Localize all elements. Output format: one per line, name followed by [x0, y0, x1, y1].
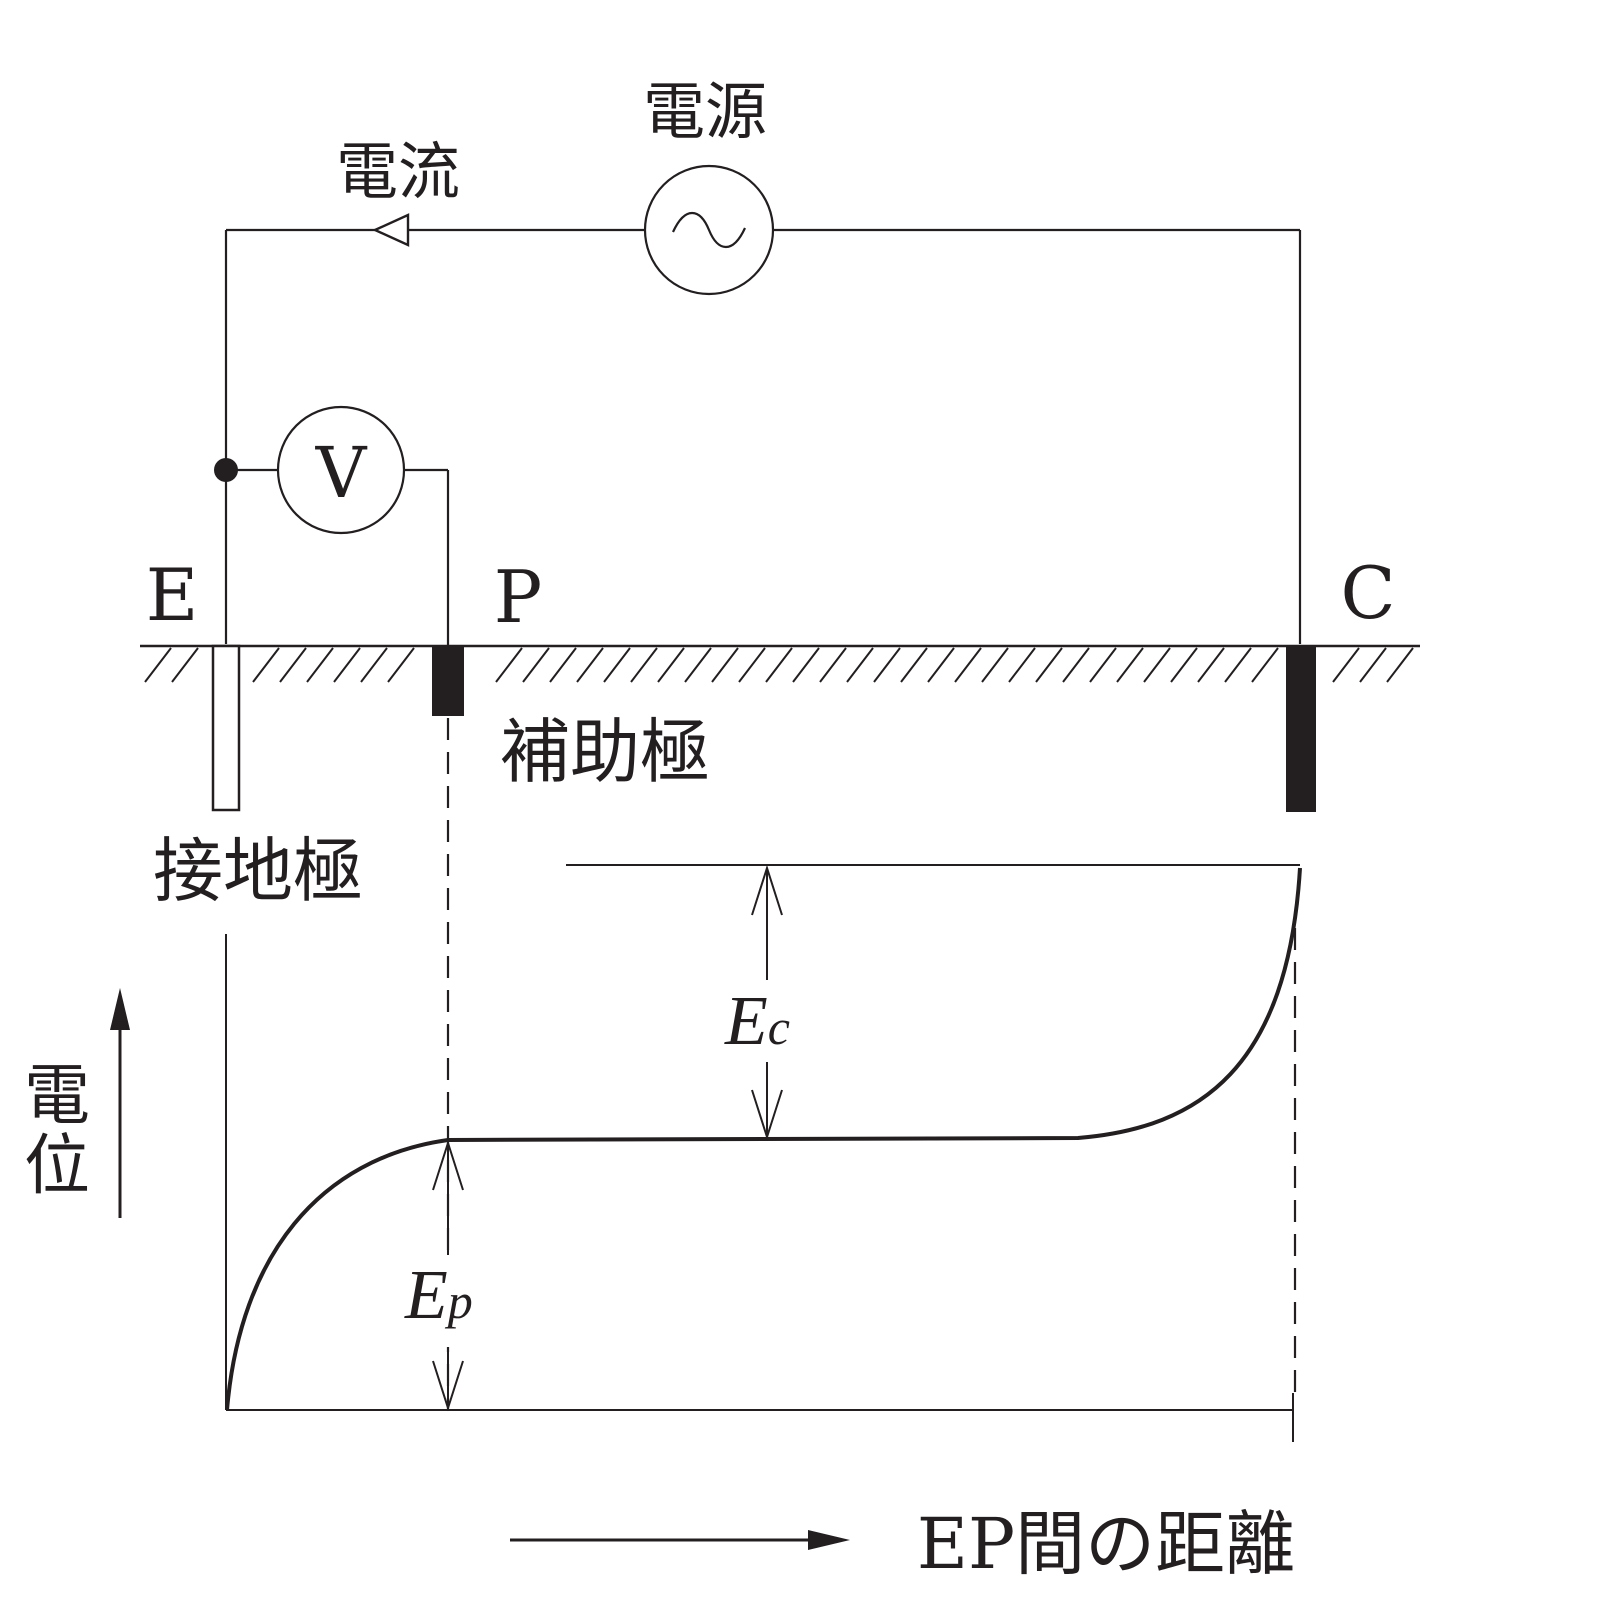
ground-hatch-stroke [360, 647, 388, 683]
potential-axis-label-char1: 電 [24, 1057, 90, 1134]
ground-hatch-stroke [1386, 647, 1414, 683]
ground-hatch-stroke [1035, 647, 1063, 683]
ground-hatch-stroke [819, 647, 847, 683]
electrode-c-label: C [1340, 551, 1395, 635]
potential-graph: Ec Ep [225, 718, 1302, 1442]
ground-hatch-stroke [171, 647, 199, 683]
ground-hatch-stroke [873, 647, 901, 683]
ground-hatch-stroke [1089, 647, 1117, 683]
ground-hatch-stroke [549, 647, 577, 683]
distance-axis-label: EP間の距離 [917, 1503, 1295, 1585]
ground-hatch-stroke [333, 647, 361, 683]
ground-hatch-stroke [495, 647, 523, 683]
ground-hatch-stroke [684, 647, 712, 683]
voltmeter-label: V [315, 432, 368, 514]
ground-hatch-stroke [1143, 647, 1171, 683]
power-source-label: 電源 [643, 75, 767, 148]
potential-curve [225, 867, 1302, 1411]
ep-label-subscript: p [445, 1273, 473, 1329]
ground-hatch-stroke [1359, 647, 1387, 683]
auxiliary-electrode-label: 補助極 [500, 711, 710, 793]
ground-hatch-stroke [1251, 647, 1279, 683]
ground-hatch-stroke [576, 647, 604, 683]
ground-hatch-stroke [900, 647, 928, 683]
ac-source-icon [643, 164, 775, 296]
ep-label-background [400, 1255, 492, 1347]
ground-hatch-stroke [144, 647, 172, 683]
ec-label-main: E [724, 983, 768, 1060]
ground-hatch-stroke [630, 647, 658, 683]
electrode-e-label: E [146, 553, 199, 637]
auxiliary-electrode-c [1286, 646, 1316, 812]
potential-axis-arrow [110, 988, 130, 1218]
ground-hatch-stroke [279, 647, 307, 683]
junction-dot-icon [214, 458, 238, 482]
ground-hatching [144, 647, 1414, 683]
ground-hatch-stroke [954, 647, 982, 683]
ground-hatch-stroke [1332, 647, 1360, 683]
voltmeter-icon [276, 405, 406, 535]
ground-electrode-label: 接地極 [153, 830, 363, 912]
circuit-wiring [224, 228, 1302, 646]
ground-hatch-stroke [711, 647, 739, 683]
ground-hatch-stroke [306, 647, 334, 683]
ep-label: Ep [404, 1257, 473, 1334]
ec-label-subscript: c [768, 999, 790, 1055]
ground-hatch-stroke [1116, 647, 1144, 683]
ep-label-main: E [404, 1257, 448, 1334]
auxiliary-electrode-p [432, 646, 464, 716]
ground-hatch-stroke [387, 647, 415, 683]
ground-hatch-stroke [981, 647, 1009, 683]
ground-hatch-stroke [603, 647, 631, 683]
distance-axis-arrow [510, 1530, 850, 1550]
ground-hatch-stroke [927, 647, 955, 683]
ec-label: Ec [724, 983, 790, 1060]
ground-surface [140, 644, 1420, 683]
ground-hatch-stroke [1197, 647, 1225, 683]
ground-hatch-stroke [1170, 647, 1198, 683]
current-label: 電流 [336, 135, 460, 208]
electrode-p-label: P [494, 555, 542, 639]
ground-hatch-stroke [522, 647, 550, 683]
ground-electrode-e [211, 644, 241, 812]
ground-hatch-stroke [1062, 647, 1090, 683]
ground-hatch-stroke [846, 647, 874, 683]
ground-hatch-stroke [1008, 647, 1036, 683]
ground-hatch-stroke [738, 647, 766, 683]
ground-hatch-stroke [657, 647, 685, 683]
ground-hatch-stroke [252, 647, 280, 683]
ec-label-background [722, 980, 812, 1062]
ground-hatch-stroke [792, 647, 820, 683]
ground-hatch-stroke [1224, 647, 1252, 683]
ground-hatch-stroke [765, 647, 793, 683]
hollow-arrow-left-icon [372, 213, 410, 247]
potential-axis-label-char2: 位 [24, 1127, 90, 1204]
